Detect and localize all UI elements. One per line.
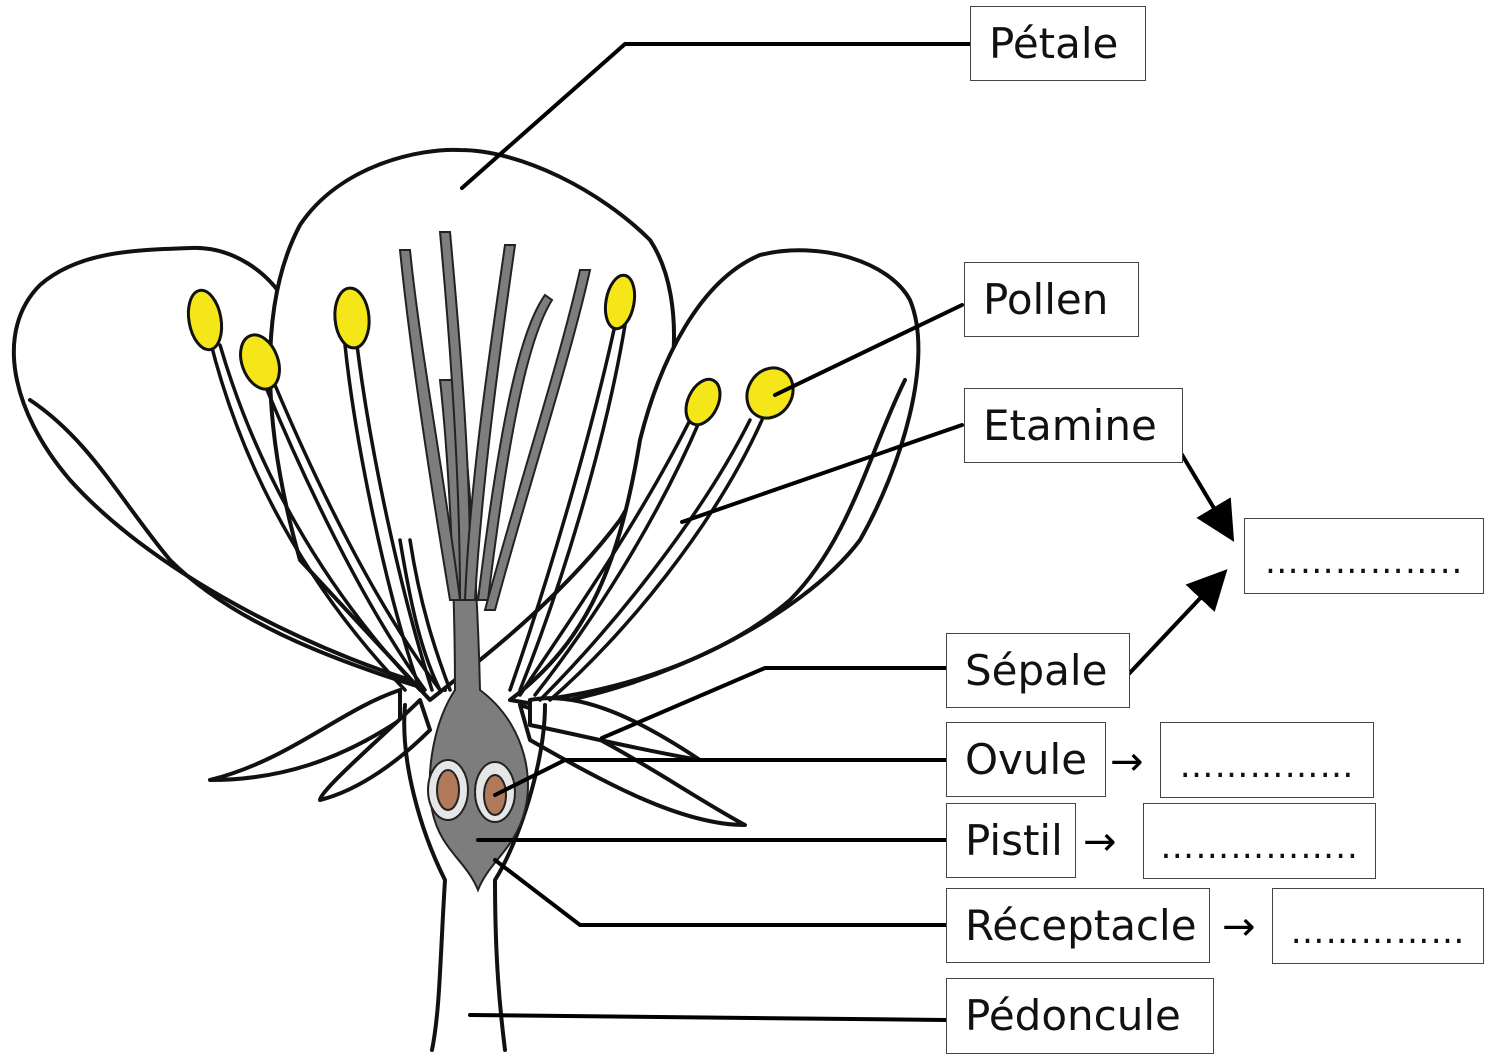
label-petale: Pétale <box>970 6 1146 81</box>
blank-answer-pistil[interactable]: …………….. <box>1143 803 1376 879</box>
label-etamine: Etamine <box>964 388 1183 463</box>
label-pedoncule: Pédoncule <box>946 978 1214 1054</box>
label-pollen: Pollen <box>964 262 1139 337</box>
leader-ovule <box>495 760 946 795</box>
label-sepale: Sépale <box>946 633 1130 708</box>
leader-pedoncule <box>470 1015 946 1020</box>
arrow-sepale-to-blank <box>1125 575 1222 678</box>
label-receptacle: Réceptacle <box>946 888 1210 963</box>
blank-answer-ovule[interactable]: …………… <box>1160 722 1374 798</box>
arrow-ovule: → <box>1110 742 1144 782</box>
leader-sepale <box>602 668 946 738</box>
arrow-receptacle: → <box>1222 907 1256 947</box>
label-ovule: Ovule <box>946 722 1106 797</box>
arrow-etamine-to-blank <box>1175 443 1230 535</box>
blank-answer-receptacle[interactable]: …………… <box>1272 888 1484 964</box>
blank-answer-right[interactable]: …………….. <box>1244 518 1484 594</box>
ovule-left <box>437 770 459 810</box>
arrow-pistil: → <box>1083 822 1117 862</box>
leader-receptacle <box>495 860 946 925</box>
label-pistil: Pistil <box>946 803 1076 878</box>
